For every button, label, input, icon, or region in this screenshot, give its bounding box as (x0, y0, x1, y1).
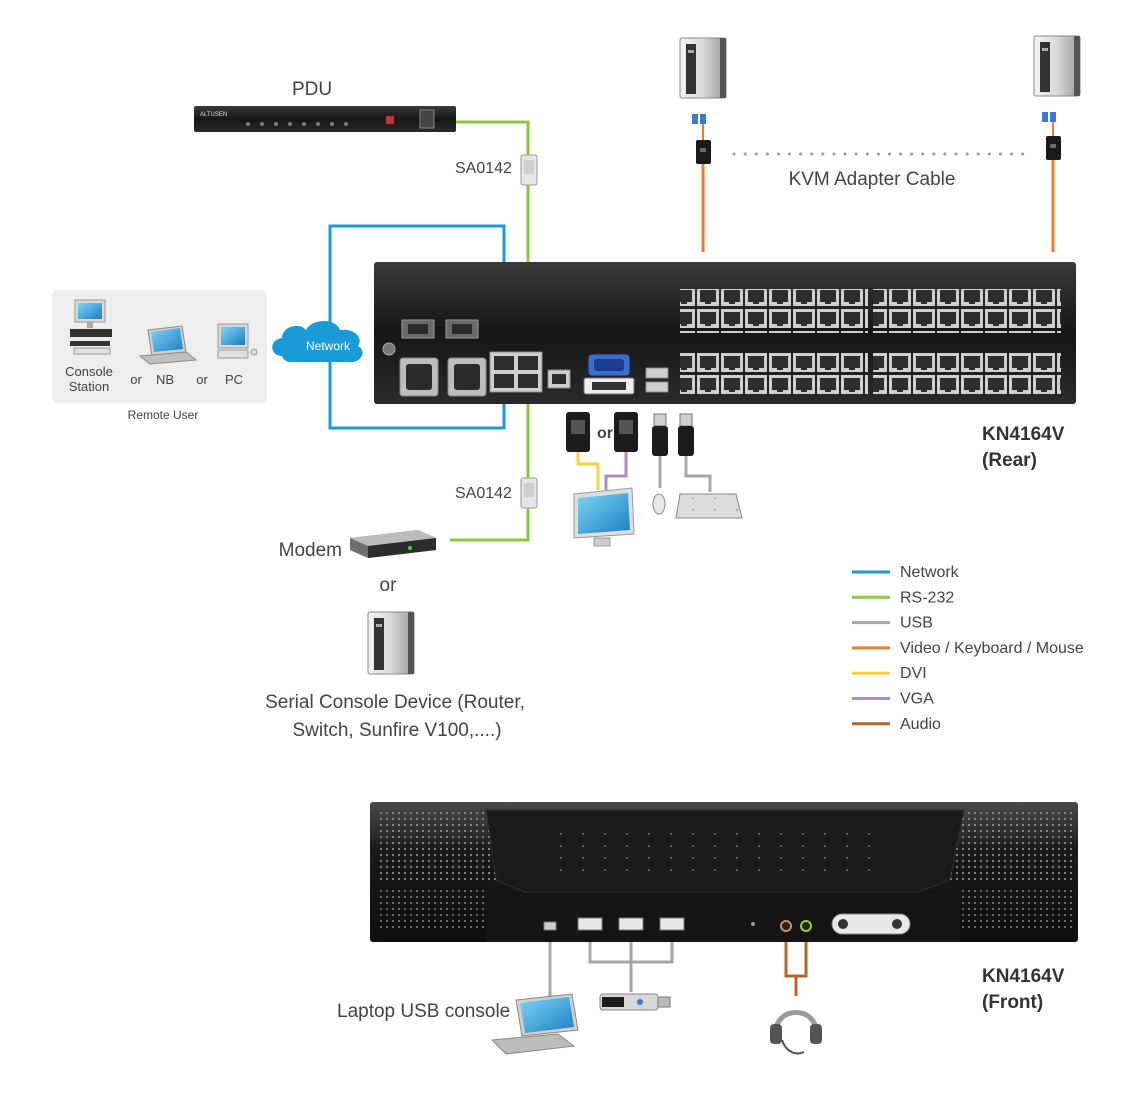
pdu-device: PDU ALTUSEN (194, 79, 456, 132)
keyboard-icon (675, 493, 743, 519)
remote-user-label: Remote User (128, 408, 199, 422)
server-tower-icon (367, 611, 415, 675)
usb-stick-icon (599, 993, 671, 1011)
server-tower-icon (1033, 35, 1081, 97)
remote-user-panel: Console Station or NB or PC Remote User (52, 290, 267, 422)
rs232-modem-cable (450, 392, 530, 542)
kn4164v-rear-unit (374, 262, 1076, 404)
vga-cable (604, 452, 628, 490)
pdu-brand-label: ALTUSEN (200, 112, 227, 118)
nb-label: NB (156, 372, 174, 387)
serial-console-label-line1: Serial Console Device (Router, (265, 692, 525, 713)
usb-plug-icon (652, 413, 668, 456)
laptop-usb-console-label: Laptop USB console (337, 1001, 510, 1022)
serial-console-label-line2: Switch, Sunfire V100,....) (292, 720, 501, 741)
sa0142-adapter-top: SA0142 (455, 154, 538, 186)
sa0142-bottom-label: SA0142 (455, 485, 512, 502)
console-station-label-line1: Console (65, 364, 113, 379)
cloud-icon: Network (272, 321, 363, 363)
laptop-icon (490, 993, 579, 1055)
or-connectors-label: or (597, 425, 613, 442)
audio-cable (784, 930, 808, 996)
legend-label: DVI (900, 665, 927, 682)
or-modem-label: or (380, 575, 398, 596)
dvi-cable (576, 452, 600, 490)
monitor-icon (573, 487, 635, 547)
kn4164v-front-unit (370, 802, 1078, 942)
kvm-ports-bank-2 (873, 289, 1061, 333)
sa0142-adapter-bottom: SA0142 (455, 477, 538, 509)
usb-plug-icon (678, 413, 694, 456)
kvm-ports-bank-1 (680, 289, 868, 333)
modem-icon (350, 530, 436, 558)
usb-keyboard-cable (684, 456, 712, 492)
legend-label: VGA (900, 691, 934, 708)
pdu-label: PDU (292, 79, 332, 100)
legend-label: USB (900, 615, 933, 632)
console-station-label-line2: Station (69, 379, 109, 394)
kn4164v-front-label-line2: (Front) (982, 992, 1043, 1013)
legend-label: Audio (900, 716, 941, 733)
pc-label: PC (225, 372, 243, 387)
laptop-icon (138, 325, 198, 365)
vga-connector-icon (614, 412, 638, 452)
or-label-1: or (130, 372, 142, 387)
kvm-adapter-right (1042, 112, 1061, 160)
server-tower-icon (679, 37, 727, 99)
kvm-ports-bank-3 (680, 350, 868, 394)
kn4164v-front-label-line1: KN4164V (982, 966, 1065, 987)
modem-label: Modem (279, 540, 342, 561)
sa0142-top-label: SA0142 (455, 160, 512, 177)
network-cloud-label: Network (306, 339, 351, 353)
or-label-2: or (196, 372, 208, 387)
dvi-connector-icon (566, 412, 590, 452)
kvm-adapter-left (692, 114, 711, 164)
kvm-adapter-cable-label: KVM Adapter Cable (789, 169, 956, 190)
legend-label: RS-232 (900, 589, 954, 606)
kvm-ports-bank-4 (873, 350, 1061, 394)
pc-icon (217, 323, 258, 359)
console-station-icon (70, 299, 112, 355)
kn4164v-rear-label-line2: (Rear) (982, 450, 1037, 471)
headset-icon (770, 1010, 822, 1055)
kn4164v-rear-label-line1: KN4164V (982, 424, 1065, 445)
legend-label: Network (900, 564, 960, 581)
mouse-icon (652, 493, 666, 515)
legend-label: Video / Keyboard / Mouse (900, 640, 1084, 657)
